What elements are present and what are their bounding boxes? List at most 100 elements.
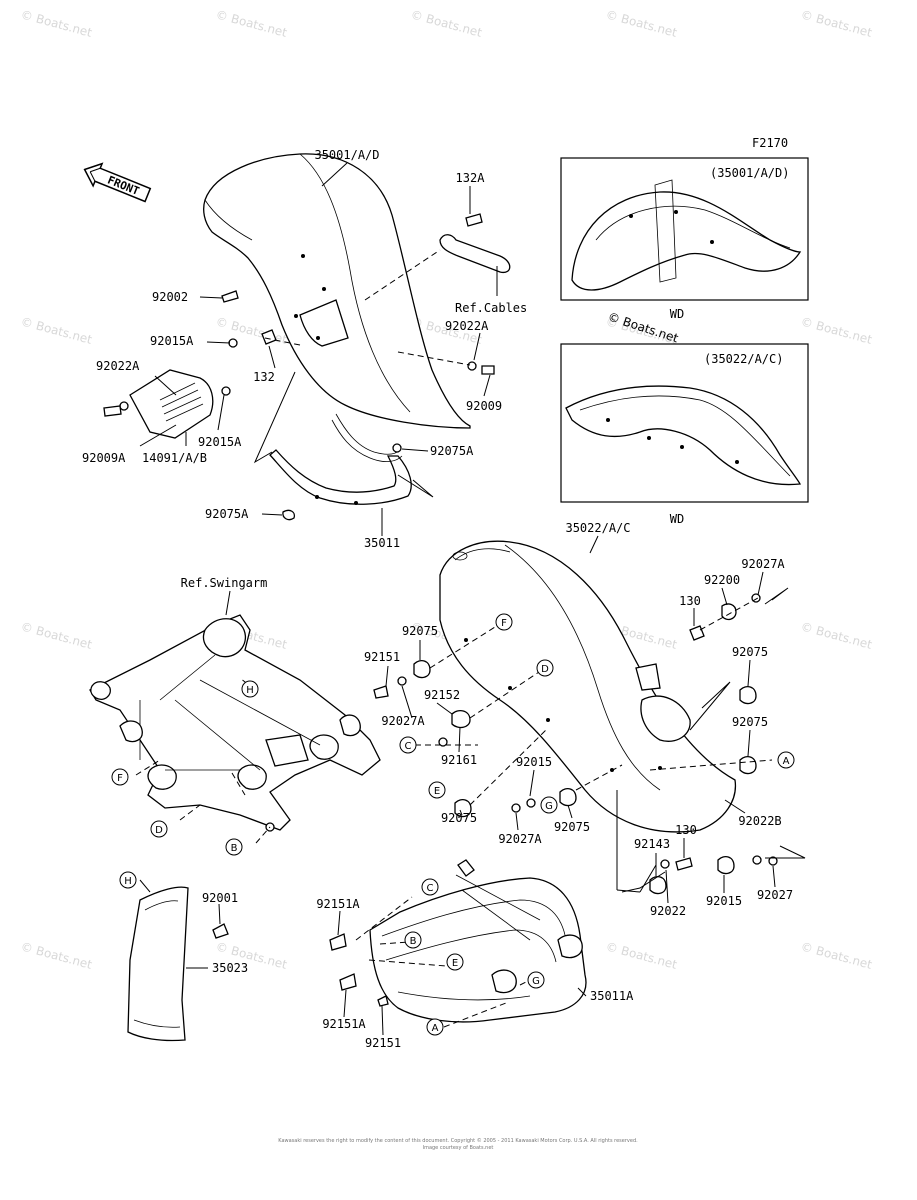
callout-E-brace: E (446, 953, 464, 971)
watermark-10: © Boats.net (19, 619, 94, 652)
label-92075-b: 92075 (441, 811, 477, 825)
svg-text:C: C (427, 883, 434, 894)
label-92151-bottom: 92151 (365, 1036, 401, 1050)
svg-text:H: H (124, 876, 132, 887)
watermark-0: © Boats.net (19, 7, 94, 40)
label-ref-cables: Ref.Cables (455, 301, 527, 315)
inset-title-front: (35001/A/D) (710, 166, 789, 180)
svg-text:H: H (246, 685, 254, 696)
label-92075A-left: 92075A (205, 507, 249, 521)
callout-C-mid: C (399, 736, 417, 754)
label-35011: 35011 (364, 536, 400, 550)
label-92075-a: 92075 (402, 624, 438, 638)
inset-caption-rear: WD (670, 512, 684, 526)
label-92075-c: 92075 (554, 820, 590, 834)
callout-C-brace: C (421, 878, 439, 896)
label-35023: 35023 (212, 961, 248, 975)
rear-fender-brace-drawing (369, 859, 587, 1023)
watermark-5: © Boats.net (19, 314, 94, 347)
front-fender-brace-drawing (269, 413, 412, 505)
label-92161: 92161 (441, 753, 477, 767)
cover-bracket-drawing (127, 886, 229, 1042)
callout-B-brace: B (404, 931, 422, 949)
front-fender-drawing (203, 153, 471, 429)
svg-text:D: D (541, 664, 549, 675)
svg-text:A: A (432, 1023, 439, 1034)
callout-B-swing: B (225, 838, 243, 856)
label-92015: 92015 (516, 755, 552, 769)
watermark-4: © Boats.net (799, 7, 874, 40)
svg-text:D: D (155, 825, 163, 836)
label-92027: 92027 (757, 888, 793, 902)
grouping-lines (253, 371, 806, 893)
inset-box-rear: (35022/A/C) (560, 343, 809, 503)
watermark-15: © Boats.net (19, 939, 94, 972)
label-92143: 92143 (634, 837, 670, 851)
svg-text:E: E (452, 958, 458, 969)
part-labels: 35001/A/D 132A 92002 Ref.Cables 92022A 9… (82, 148, 793, 1050)
callout-A-right: A (777, 751, 795, 769)
label-130-bottom: 130 (675, 823, 697, 837)
label-132A: 132A (456, 171, 486, 185)
watermark-6: © Boats.net (214, 314, 289, 347)
inset-caption-front: WD (670, 307, 684, 321)
label-92151: 92151 (364, 650, 400, 664)
copyright-line-1: Kawasaki reserves the right to modify th… (278, 1137, 638, 1144)
svg-text:G: G (545, 801, 553, 812)
label-92015A-top: 92015A (150, 334, 194, 348)
figure-code: F2170 (752, 136, 788, 150)
watermark-3: © Boats.net (604, 7, 679, 40)
label-92151A-top: 92151A (316, 897, 360, 911)
label-92075-r1: 92075 (732, 645, 768, 659)
inset-title-rear: (35022/A/C) (704, 352, 783, 366)
label-92151A-bottom: 92151A (322, 1017, 366, 1031)
callout-F-top: F (495, 613, 513, 631)
label-92022: 92022 (650, 904, 686, 918)
label-35022: 35022/A/C (565, 521, 630, 535)
callout-A-brace: A (426, 1018, 444, 1036)
callout-H-swing: H (241, 680, 259, 698)
label-92027A-top: 92027A (741, 557, 785, 571)
label-92152: 92152 (424, 688, 460, 702)
svg-text:C: C (405, 741, 412, 752)
label-92022A-left: 92022A (96, 359, 140, 373)
svg-text:E: E (434, 786, 440, 797)
label-92015-bottom: 92015 (706, 894, 742, 908)
svg-text:F: F (501, 618, 507, 629)
callout-G-mid: G (540, 796, 558, 814)
front-arrow-icon: FRONT (83, 162, 152, 203)
callout-letters: F D C E G A H F D B H C B E G A (111, 613, 795, 1036)
watermark-18: © Boats.net (604, 939, 679, 972)
callout-E-mid: E (428, 781, 446, 799)
svg-text:A: A (783, 756, 790, 767)
label-92015A-bottom: 92015A (198, 435, 242, 449)
copyright-line-2: Image courtesy of Boats.net (423, 1145, 494, 1151)
callout-D-top: D (536, 659, 554, 677)
watermark-2: © Boats.net (409, 7, 484, 40)
svg-text:G: G (532, 976, 540, 987)
label-ref-swingarm: Ref.Swingarm (181, 576, 268, 590)
svg-text:B: B (231, 843, 238, 854)
label-130-top: 130 (679, 594, 701, 608)
label-92075-r2: 92075 (732, 715, 768, 729)
label-92009: 92009 (466, 399, 502, 413)
label-35011A: 35011A (590, 989, 634, 1003)
label-92027A-bottom: 92027A (498, 832, 542, 846)
leader-lines (139, 162, 776, 1036)
watermark-9: © Boats.net (799, 314, 874, 347)
watermark-19: © Boats.net (799, 939, 874, 972)
rear-fender-drawing (439, 540, 737, 833)
label-14091: 14091/A/B (142, 451, 207, 465)
label-92009A: 92009A (82, 451, 126, 465)
label-132: 132 (253, 370, 275, 384)
inset-box-front: (35001/A/D) (560, 157, 809, 301)
upper-hardware (103, 213, 511, 521)
swingarm-drawing (89, 614, 381, 832)
label-35001: 35001/A/D (314, 148, 379, 162)
svg-text:B: B (410, 936, 417, 947)
reflector-drawing (129, 369, 214, 439)
watermark-1: © Boats.net (214, 7, 289, 40)
label-92022B: 92022B (738, 814, 781, 828)
watermark-14: © Boats.net (799, 619, 874, 652)
